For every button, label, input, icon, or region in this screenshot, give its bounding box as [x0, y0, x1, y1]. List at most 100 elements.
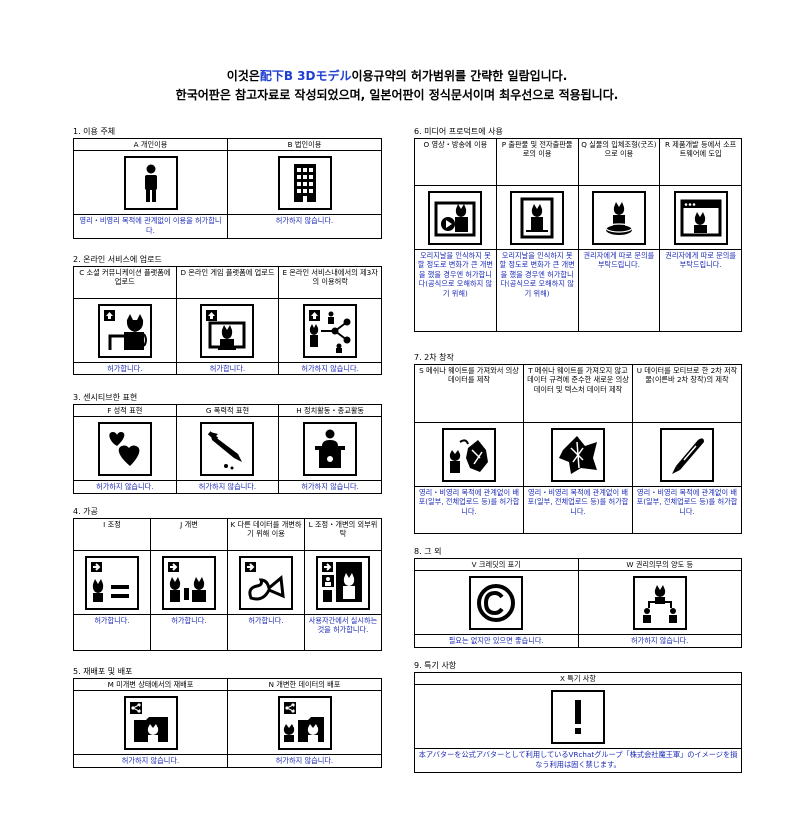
column-head: K 다른 데이터를 개변하기 위해 이용	[227, 518, 305, 551]
column-head: D 온라인 게임 플랫폼에 업로드	[175, 266, 280, 299]
rule-table: V 크레딧의 표기 W 권리의무의 양도 등 필요는 없지만 있으면 좋습니다.…	[414, 557, 742, 648]
permission-note: 영리・비영리 목적에 관계없이 배포(일부, 전체업로드 등)를 허가합니다.	[414, 486, 524, 534]
column-head: R 제품개발 등에서 소프트웨어에 도입	[659, 138, 742, 186]
exclamation-icon	[551, 689, 605, 744]
section-processing: 4. 가공 I 조정 J 개변 K 다른 데이터를 개변하기 위해 이용 L 조…	[73, 506, 382, 651]
permission-note: 허가하지 않습니다.	[73, 480, 177, 494]
permission-note: 권리자에게 따로 문의를 부탁드립니다.	[659, 249, 742, 332]
column-head: A 개인이용	[73, 137, 228, 152]
column-head: V 크레딧의 표기	[414, 557, 579, 572]
software-icon	[673, 190, 728, 245]
podium-icon	[303, 421, 358, 476]
permission-note: 오리지날을 인식하지 못할 정도로 변화가 큰 개변을 했을 경우엔 허가합니다…	[495, 249, 579, 332]
column-head: X 특기 사항	[414, 671, 742, 686]
permission-note: 권리자에게 따로 문의를 부탁드립니다.	[577, 249, 661, 332]
knife-icon	[200, 421, 255, 476]
column-head: S 메쉬나 웨이트를 가져와서 의상 데이터를 제작	[414, 364, 524, 423]
section-title: 9. 특기 사항	[414, 661, 457, 670]
page-subtitle: 한국어판은 참고자료로 작성되었으며, 일본어판이 정식문서이며 최우선으로 적…	[175, 88, 619, 102]
column-head: M 미개변 상태에서의 재배포	[73, 677, 228, 692]
rule-table: C 소셜 커뮤니케이션 플랫폼에 업로드 D 온라인 게임 플랫폼에 업로드 E…	[73, 266, 382, 376]
column-head: U 데이터를 모티브로 한 2차 저작물(이른바 2차 창작)의 제작	[632, 364, 742, 423]
permission-note: 영리・비영리 목적에 관계없이 배포(일부, 전체업로드 등)를 허가합니다.	[632, 486, 742, 534]
hearts-icon	[97, 421, 152, 476]
video-icon	[428, 190, 483, 245]
permission-note: 허가합니다.	[73, 361, 177, 376]
column-head: N 개변한 데이터의 배포	[227, 677, 382, 692]
mesh-outfit-icon	[442, 427, 496, 482]
rule-table: A 개인이용 B 법인이용 영리・비영리 목적에 관계없이 이용을 허가합니다.…	[73, 137, 382, 240]
section-title: 6. 미디어 프로덕트에 사용	[414, 127, 503, 136]
section-special-notes: 9. 특기 사항 X 특기 사항 本アバターを公式アバターとして利用しているVR…	[414, 660, 742, 774]
model-name-highlight: 配下B 3Dモデル	[259, 69, 352, 83]
permission-note: 허가합니다.	[73, 614, 151, 651]
new-outfit-icon	[551, 427, 605, 482]
transfer-icon	[632, 575, 687, 630]
column-head: H 정치활동・종교활동	[278, 403, 382, 418]
rule-table: O 영상・방송에 이용 P 출판물 및 전자출판물로의 이용 Q 실물의 입체조…	[414, 138, 742, 332]
section-online-upload: 2. 온라인 서비스에 업로드 C 소셜 커뮤니케이션 플랫폼에 업로드 D 온…	[73, 254, 382, 376]
adjust-icon	[85, 555, 139, 610]
permission-note: 허가하지 않습니다.	[227, 754, 382, 768]
column-head: T 메쉬나 웨이트를 가져오지 않고 데이터 규격에 준수한 새로운 의상 데이…	[523, 364, 633, 423]
column-head: G 폭력적 표현	[175, 403, 280, 418]
permission-note: 영리・비영리 목적에 관계없이 이용을 허가합니다.	[73, 214, 228, 240]
column-head: O 영상・방송에 이용	[414, 138, 497, 186]
social-upload-icon	[97, 303, 152, 358]
column-head: P 출판물 및 전자출판물로의 이용	[495, 138, 579, 186]
permission-note: 허가하지 않습니다.	[577, 634, 742, 648]
permission-note: 허가하지 않습니다.	[73, 754, 228, 768]
rule-table: I 조정 J 개변 K 다른 데이터를 개변하기 위해 이용 L 조정・개변의 …	[73, 518, 382, 651]
column-head: F 성적 표현	[73, 403, 177, 418]
section-title: 8. 그 외	[414, 547, 442, 556]
section-usage-subject: 1. 이용 주체 A 개인이용 B 법인이용 영리・비영리 목적에 관계없이 이…	[73, 126, 382, 240]
permission-note: 필요는 없지만 있으면 좋습니다.	[414, 634, 579, 648]
modify-icon	[162, 555, 216, 610]
column-head: I 조정	[73, 518, 151, 551]
section-redistribution: 5. 재배포 및 배포 M 미개변 상태에서의 재배포 N 개변한 데이터의 배…	[73, 666, 382, 768]
rule-table: M 미개변 상태에서의 재배포 N 개변한 데이터의 배포 허가하지 않습니다.…	[73, 677, 382, 768]
permission-note: 허가합니다.	[150, 614, 228, 651]
rule-table: X 특기 사항 本アバターを公式アバターとして利用しているVRchatグループ「…	[414, 671, 742, 774]
column-head: E 온라인 서비스내에서의 제3자의 이용허락	[278, 266, 382, 299]
pen-icon	[660, 427, 714, 482]
page-title: 이것은配下B 3Dモデル이용규약의 허가범위를 간략한 일람입니다.	[226, 69, 568, 83]
rule-table: S 메쉬나 웨이트를 가져와서 의상 데이터를 제작 T 메쉬나 웨이트를 가져…	[414, 364, 742, 534]
figure-icon	[591, 190, 646, 245]
section-title: 2. 온라인 서비스에 업로드	[73, 255, 162, 264]
rule-table: F 성적 표현 G 폭력적 표현 H 정치활동・종교활동 허가하지 않습니다. …	[73, 403, 382, 494]
column-head: W 권리의무의 양도 등	[577, 557, 742, 572]
column-head: L 조정・개변의 외부위탁	[304, 518, 382, 551]
game-upload-icon	[200, 303, 255, 358]
column-head: Q 실물의 입체조형(굿즈)으로 이용	[577, 138, 661, 186]
permission-note: 허가하지 않습니다.	[175, 480, 280, 494]
permission-note: 오리지날을 인식하지 못할 정도로 변화가 큰 개변을 했을 경우엔 허가합니다…	[414, 249, 497, 332]
section-media-product: 6. 미디어 프로덕트에 사용 O 영상・방송에 이용 P 출판물 및 전자출판…	[414, 126, 742, 332]
use-for-other-icon	[239, 555, 293, 610]
section-sensitive-expression: 3. 센시티브한 표현 F 성적 표현 G 폭력적 표현 H 정치활동・종교활동…	[73, 392, 382, 494]
permission-note: 허가하지 않습니다.	[227, 214, 382, 240]
section-other: 8. 그 외 V 크레딧의 표기 W 권리의무의 양도 등 필요는 없지만 있으…	[414, 546, 742, 648]
permission-note: 허가하지 않습니다.	[278, 480, 382, 494]
person-icon	[123, 155, 178, 210]
column-head: J 개변	[150, 518, 228, 551]
permission-note: 허가하지 않습니다.	[278, 361, 382, 376]
permission-note: 허가합니다.	[227, 614, 305, 651]
copyright-icon	[469, 575, 524, 630]
column-head: C 소셜 커뮤니케이션 플랫폼에 업로드	[73, 266, 177, 299]
permission-note: 사용자간에서 실시하는 것을 허가합니다.	[304, 614, 382, 651]
section-title: 1. 이용 주체	[73, 127, 116, 136]
column-head: B 법인이용	[227, 137, 382, 152]
section-title: 3. 센시티브한 표현	[73, 393, 138, 402]
section-derivative-work: 7. 2차 창작 S 메쉬나 웨이트를 가져와서 의상 데이터를 제작 T 메쉬…	[414, 352, 742, 534]
permission-note: 영리・비영리 목적에 관계없이 배포(일부, 전체업로드 등)를 허가합니다.	[523, 486, 633, 534]
third-party-share-icon	[303, 303, 358, 358]
permission-note: 허가합니다.	[175, 361, 280, 376]
redistribute-icon	[123, 695, 178, 750]
modified-distribute-icon	[277, 695, 332, 750]
section-title: 7. 2차 창작	[414, 353, 454, 362]
building-icon	[277, 155, 332, 210]
section-title: 4. 가공	[73, 507, 98, 516]
publication-icon	[510, 190, 565, 245]
section-title: 5. 재배포 및 배포	[73, 667, 133, 676]
